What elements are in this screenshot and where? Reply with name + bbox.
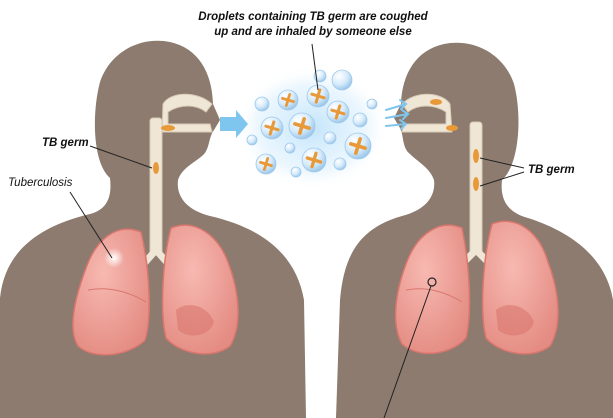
tb-germ-icon (473, 177, 479, 191)
caption-line-2: up and are inhaled by someone else (178, 25, 448, 40)
droplet-bubble-icon (247, 135, 257, 145)
tb-germ-icon (473, 149, 479, 163)
tb-germ-icon (430, 99, 442, 105)
caption-line-1: Droplets containing TB germ are coughed (178, 10, 448, 25)
tb-germ-icon (153, 162, 159, 174)
left-trachea (150, 118, 162, 254)
tb-germ-label-left: TB germ (42, 137, 89, 149)
tb-germ-icon (161, 125, 175, 131)
tb-germ-icon (446, 125, 458, 131)
droplet-bubble-icon (334, 158, 346, 170)
droplet-bubble-icon (324, 132, 336, 144)
droplet-bubble-icon (255, 97, 269, 111)
tuberculosis-label: Tuberculosis (8, 177, 72, 189)
droplet-bubble-icon (291, 167, 301, 177)
droplet-cloud (234, 66, 390, 190)
tb-germ-label-right: TB germ (528, 164, 575, 176)
droplet-bubble-icon (353, 113, 367, 127)
droplet-bubble-icon (332, 70, 352, 90)
droplet-bubble-icon (367, 99, 377, 109)
diagram-caption: Droplets containing TB germ are coughed … (178, 10, 448, 40)
droplet-bubble-icon (285, 143, 295, 153)
